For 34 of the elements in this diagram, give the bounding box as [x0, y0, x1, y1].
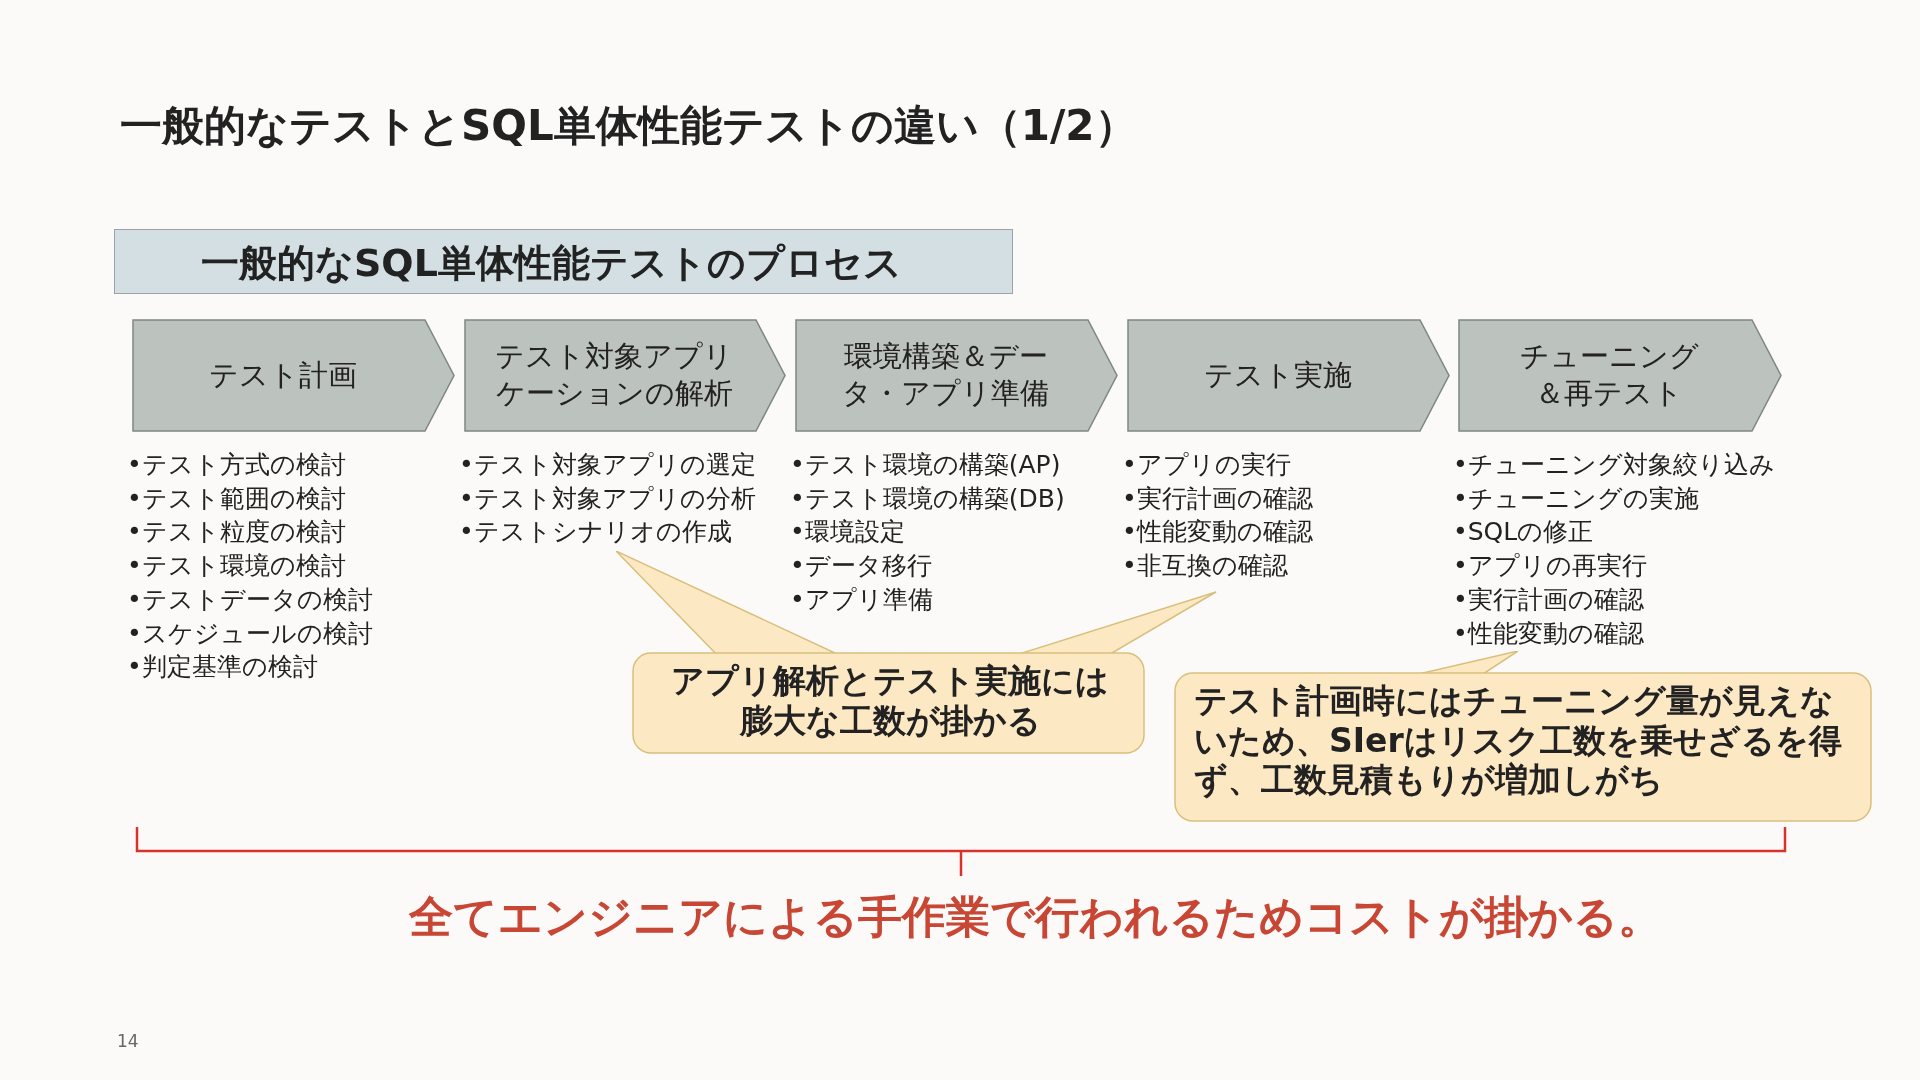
slide-title: 一般的なテストとSQL単体性能テストの違い（1/2） — [120, 100, 1137, 152]
bullet-item: •アプリ準備 — [790, 583, 934, 616]
chevron-step: チューニング＆再テスト — [1458, 319, 1782, 432]
bullet-item: •判定基準の検討 — [127, 651, 319, 684]
bullet-item: •性能変動の確認 — [1453, 617, 1645, 650]
bullet-item: •チューニングの実施 — [1453, 482, 1700, 515]
bullet-item: •スケジュールの検討 — [127, 617, 373, 650]
header-band: 一般的なSQL単体性能テストのプロセス — [114, 229, 1013, 294]
bullet-item: •テスト範囲の検討 — [127, 482, 347, 515]
bullet-item: •実行計画の確認 — [1122, 482, 1313, 515]
chevron-step: テスト対象アプリケーションの解析 — [464, 319, 786, 432]
bullet-item: •アプリの実行 — [1122, 449, 1292, 481]
bullet-item: •テスト環境の構築(AP) — [790, 449, 1062, 481]
bullet-item: •性能変動の確認 — [1122, 516, 1313, 549]
chevron-step: テスト計画 — [132, 319, 455, 432]
bullet-item: •アプリの再実行 — [1453, 550, 1648, 583]
bullet-item: •テスト環境の構築(DB) — [790, 482, 1065, 515]
bullet-item: •環境設定 — [790, 516, 906, 549]
bullet-item: •テスト粒度の検討 — [127, 516, 347, 549]
conclusion-text: 全てエンジニアによる手作業で行われるためコストが掛かる。 — [407, 890, 1663, 944]
bullet-item: •テスト方式の検討 — [127, 449, 347, 481]
bullet-item: •SQLの修正 — [1453, 516, 1595, 549]
bullet-item: •非互換の確認 — [1122, 550, 1289, 583]
chevron-step: 環境構築＆データ・アプリ準備 — [795, 319, 1118, 432]
bullet-item: •テスト対象アプリの選定 — [459, 449, 756, 481]
bullet-item: •テスト環境の検討 — [127, 550, 347, 583]
bullet-item: •テスト対象アプリの分析 — [459, 482, 756, 515]
bullet-item: •チューニング対象絞り込み — [1453, 449, 1775, 481]
page-number: 14 — [117, 1031, 139, 1051]
chevron-step: テスト実施 — [1127, 319, 1450, 432]
bullet-item: •テストシナリオの作成 — [459, 516, 733, 549]
bullet-item: •テストデータの検討 — [127, 583, 373, 616]
bullet-item: •実行計画の確認 — [1453, 583, 1645, 616]
bullet-item: •データ移行 — [790, 550, 933, 583]
